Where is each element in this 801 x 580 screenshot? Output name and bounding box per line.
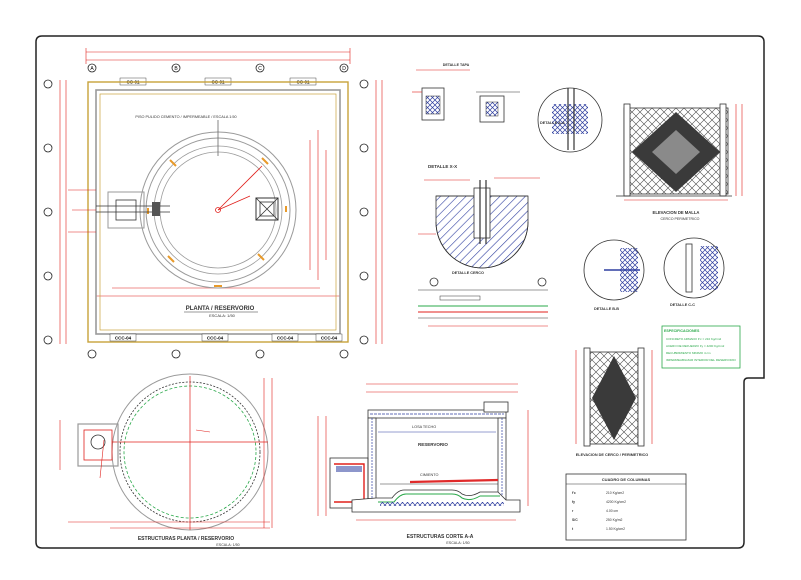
detail-label: DETALLE X-X: [428, 164, 457, 169]
row-value: 210 Kg/cm2: [606, 491, 624, 495]
grid-bubbles-right: [359, 79, 369, 345]
structures-plan-leaders: [99, 429, 211, 479]
left-detail-dims: [68, 189, 96, 233]
spec-item: IMPERMEABILIZAR INTERIOR DEL RESERVORIO: [666, 358, 737, 362]
structures-plan-scale: ESCALA: 1/50: [216, 543, 239, 547]
grid-letter: A: [90, 66, 94, 72]
row-value: 4.00 cm: [606, 509, 618, 513]
grid-bubbles-left: [43, 79, 53, 345]
spec-title: ESPECIFICACIONES: [664, 329, 700, 333]
manhole-cover: [255, 197, 279, 221]
row-value: 250 Kg/m2: [606, 518, 623, 522]
elevation-title: ELEVACION DE MALLA: [653, 210, 700, 215]
row-key: r: [572, 509, 574, 513]
sheet-border: [35, 35, 765, 549]
detail-circle-b: DETALLE B-B: [583, 239, 645, 311]
valve-box: [96, 191, 170, 229]
fence-elevation: ELEVACION DE CERCO / PERIMETRICO: [575, 347, 653, 457]
title-block-rows: f'c 210 Kg/cm2 fy 4200 Kg/cm2 r 4.00 cm …: [572, 491, 626, 531]
small-details: DETALLE TAPA: [412, 63, 520, 123]
plan-note: PISO PULIDO CEMENTO / IMPERMEABLE / ESCA…: [135, 115, 236, 119]
title-block-heading: CUADRO DE COLUMNAS: [602, 477, 651, 482]
section-label: RESERVORIO: [418, 442, 448, 447]
mesh-elevation: ELEVACION DE MALLA CERCO PERIMETRICO: [616, 103, 743, 221]
title-block: CUADRO DE COLUMNAS f'c 210 Kg/cm2 fy 420…: [565, 473, 687, 541]
detail-circle-a: DETALLE A-A: [537, 87, 603, 153]
foundation-slab: [351, 489, 521, 513]
row-key: f'c: [572, 491, 576, 495]
fence-elevation-title: ELEVACION DE CERCO / PERIMETRICO: [576, 453, 649, 457]
perimeter-wall-outer: [87, 81, 349, 343]
section-label: LOSA TECHO: [412, 425, 436, 429]
plan-title: PLANTA / RESERVORIO: [186, 306, 255, 312]
column-label: CCC-04: [321, 336, 338, 341]
bottom-column-labels: CCC-04 CCC-04 CCC-04 CCC-04: [109, 333, 343, 342]
row-key: fy: [572, 500, 575, 504]
row-value: 4200 Kg/cm2: [606, 500, 626, 504]
fence-section-title: DETALLE CERCO: [452, 271, 484, 275]
plan-dimensions: [59, 48, 383, 344]
detail-label: DETALLE A-A: [540, 121, 565, 125]
grid-letter: B: [174, 66, 178, 72]
column-label: CCC-04: [207, 336, 224, 341]
detail-x: DETALLE X-X: [418, 164, 540, 269]
specifications-box: ESPECIFICACIONES CONCRETO ARMADO F'c = 2…: [661, 325, 741, 369]
structures-plan-title: ESTRUCTURAS PLANTA / RESERVORIO: [138, 536, 234, 542]
detail-label: DETALLE B-B: [594, 307, 619, 311]
spec-item: ACERO DE REFUERZO Fy = 4200 Kg/cm2: [666, 344, 725, 348]
detail-circle-c: DETALLE C-C: [663, 237, 725, 307]
section-label: CIMIENTO: [420, 473, 439, 477]
section-dims: [317, 383, 529, 521]
section-view: LOSA TECHO RESERVORIO CIMIENTO ESTRUCTUR…: [317, 383, 529, 545]
structures-plan-dims: [59, 378, 273, 529]
spec-item: CONCRETO ARMADO F'c = 210 Kg/cm2: [666, 337, 721, 341]
row-key: t: [572, 527, 574, 531]
section-title: ESTRUCTURAS CORTE A-A: [407, 534, 474, 540]
grid-bubbles-top: A B C D: [87, 63, 349, 73]
detail-label: DETALLE C-C: [670, 303, 695, 307]
section-scale: ESCALA: 1/50: [446, 541, 469, 545]
detail-tapa-title: DETALLE TAPA: [443, 63, 470, 67]
structures-plan-view: ESTRUCTURAS PLANTA / RESERVORIO ESCALA: …: [59, 373, 273, 547]
grid-letter: C: [258, 66, 262, 72]
row-value: 1.50 Kg/cm2: [606, 527, 625, 531]
elevation-subtitle: CERCO PERIMETRICO: [661, 217, 700, 221]
plan-scale: ESCALA: 1/50: [209, 313, 236, 318]
grid-letter: D: [342, 66, 346, 72]
grid-bubbles-bottom: [87, 349, 349, 359]
fence-section-detail: DETALLE CERCO: [418, 271, 548, 327]
spec-item: RECUBRIMIENTO MINIMO 4 cm: [666, 351, 711, 355]
row-key: S/C: [572, 518, 578, 522]
ring-ticks: [147, 157, 287, 287]
column-label: CCC-04: [277, 336, 294, 341]
column-label: CCC-04: [115, 336, 132, 341]
reservoir-plan: [139, 120, 297, 289]
plan-view: A B C D: [43, 48, 383, 359]
